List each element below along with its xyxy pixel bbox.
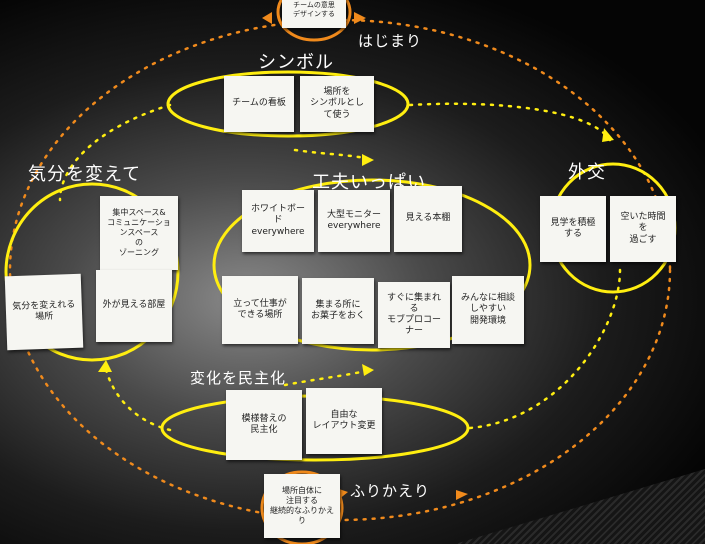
label-symbol: シンボル bbox=[258, 52, 334, 73]
note-ideas-5: 集まる所に お菓子をおく bbox=[302, 278, 374, 344]
label-democratize: 変化を民主化 bbox=[190, 369, 287, 387]
arrowhead-icon bbox=[98, 360, 112, 372]
outer-loop-arrow bbox=[8, 18, 672, 522]
note-symbol-2: 場所を シンボルとして使う bbox=[300, 76, 374, 132]
note-mood-2: 気分を変えれる 場所 bbox=[4, 273, 84, 351]
inner-flow-path bbox=[408, 102, 612, 142]
group-ellipse-mood bbox=[4, 182, 180, 362]
note-symbol-1: チームの看板 bbox=[224, 76, 294, 132]
note-ideas-6: すぐに集まれる モブプロコーナー bbox=[378, 282, 450, 348]
note-external-2: 空いた時間 を 過ごす bbox=[610, 196, 676, 262]
circle-start bbox=[276, 0, 352, 42]
note-ideas-4: 立って仕事が できる場所 bbox=[222, 276, 298, 344]
note-ideas-2: 大型モニター everywhere bbox=[318, 190, 390, 252]
arrowhead-icon bbox=[354, 12, 366, 24]
note-mood-3: 外が見える部屋 bbox=[96, 270, 172, 342]
arrowhead-icon bbox=[602, 128, 614, 142]
note-external-1: 見学を積極 する bbox=[540, 196, 606, 262]
group-ellipse-ideas bbox=[212, 178, 532, 352]
inner-flow-lower bbox=[283, 368, 372, 387]
note-bottom: 場所自体に 注目する 継続的なふりかえり bbox=[264, 474, 340, 538]
inner-flow-path-bottom bbox=[103, 363, 172, 432]
label-mood: 気分を変えて bbox=[28, 164, 142, 185]
arrowhead-icon bbox=[262, 12, 272, 24]
note-top: チームの意思 デザインする bbox=[282, 0, 346, 28]
label-external: 外交 bbox=[568, 162, 606, 183]
label-retrospect: ふりかえり bbox=[350, 482, 431, 500]
group-ellipse-symbol bbox=[166, 70, 410, 138]
inner-flow-path-right bbox=[468, 268, 622, 430]
note-democratize-1: 模様替えの 民主化 bbox=[226, 390, 302, 460]
circle-retrospect bbox=[260, 470, 344, 544]
label-start: はじまり bbox=[358, 32, 423, 50]
note-mood-1: 集中スペース& コミュニケーションスペース の ゾーニング bbox=[100, 196, 178, 270]
arrowhead-icon bbox=[456, 490, 468, 500]
note-democratize-2: 自由な レイアウト変更 bbox=[306, 388, 382, 454]
note-ideas-7: みんなに相談 しやすい 開発環境 bbox=[452, 276, 524, 344]
inner-flow-center bbox=[293, 148, 372, 162]
arrowhead-icon bbox=[362, 364, 374, 376]
note-ideas-1: ホワイトボード everywhere bbox=[242, 190, 314, 252]
arrowhead-icon bbox=[362, 154, 374, 166]
note-ideas-3: 見える本棚 bbox=[394, 186, 462, 252]
